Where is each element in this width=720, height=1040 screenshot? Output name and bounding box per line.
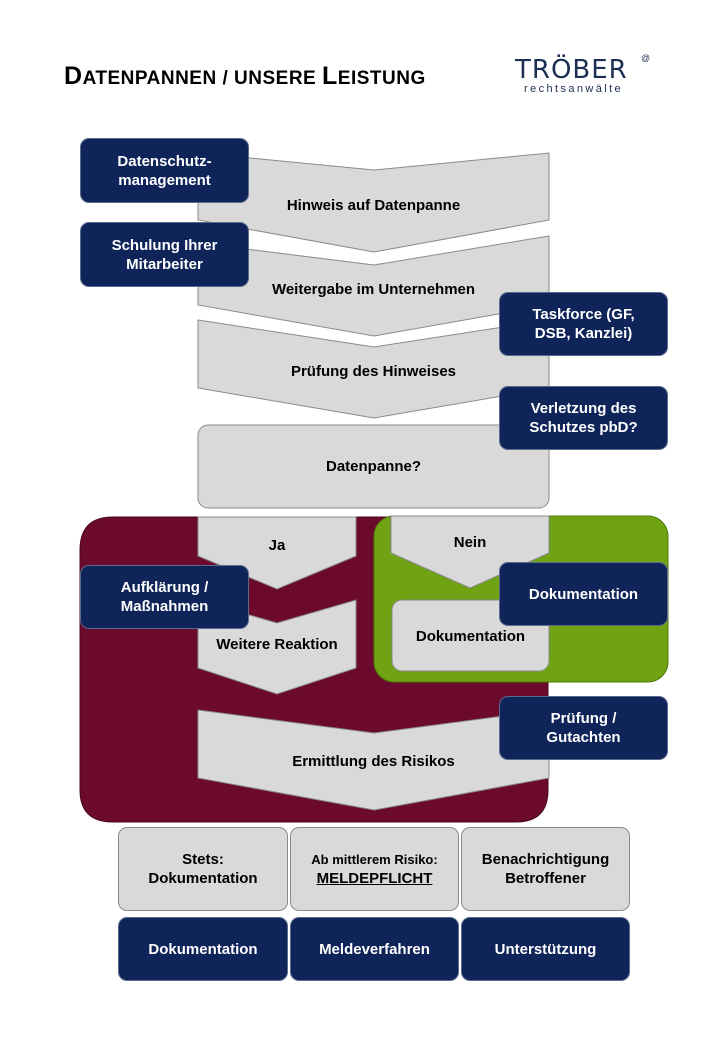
label-ermittlung: Ermittlung des Risikos: [292, 752, 455, 770]
meldepflicht-label: MELDEPFLICHT: [316, 869, 433, 887]
label-dokumentation-inner: Dokumentation: [415, 627, 526, 645]
bottom-meldeverfahren: Meldeverfahren: [290, 917, 459, 981]
service-taskforce: Taskforce (GF,DSB, Kanzlei): [499, 292, 668, 356]
label-datenpanne: Datenpanne?: [325, 457, 421, 475]
logo-registered-mark: @: [641, 53, 651, 63]
service-dokumentation: Dokumentation: [499, 562, 668, 626]
outcome-meldepflicht: Ab mittlerem Risiko: MELDEPFLICHT: [290, 827, 459, 911]
label-pruefung: Prüfung des Hinweises: [290, 362, 457, 380]
logo-subtitle: rechtsanwälte: [524, 83, 624, 95]
bottom-dokumentation: Dokumentation: [118, 917, 288, 981]
label-nein: Nein: [453, 533, 487, 551]
label-weitere-reaktion: Weitere Reaktion: [216, 635, 338, 653]
chevron-hinweis: [197, 152, 550, 253]
chevron-ermittlung: [197, 709, 550, 811]
outcome-benachrichtigung: Benachrichtigung Betroffener: [461, 827, 630, 911]
label-ja: Ja: [268, 536, 286, 554]
page-title: DATENPANNEN / UNSERE LEISTUNG: [64, 62, 426, 90]
service-pruefung-gutachten: Prüfung /Gutachten: [499, 696, 668, 760]
service-datenschutzmanagement: Datenschutz-management: [80, 138, 249, 203]
troeber-logo: TRÖBER @ rechtsanwälte: [515, 53, 655, 100]
logo-name: TRÖBER: [515, 55, 628, 85]
label-weitergabe: Weitergabe im Unternehmen: [271, 280, 476, 298]
label-hinweis: Hinweis auf Datenpanne: [286, 196, 461, 214]
bottom-unterstuetzung: Unterstützung: [461, 917, 630, 981]
outcome-stets: Stets: Dokumentation: [118, 827, 288, 911]
box-datenpanne: [197, 424, 550, 509]
service-aufklaerung: Aufklärung /Maßnahmen: [80, 565, 249, 629]
